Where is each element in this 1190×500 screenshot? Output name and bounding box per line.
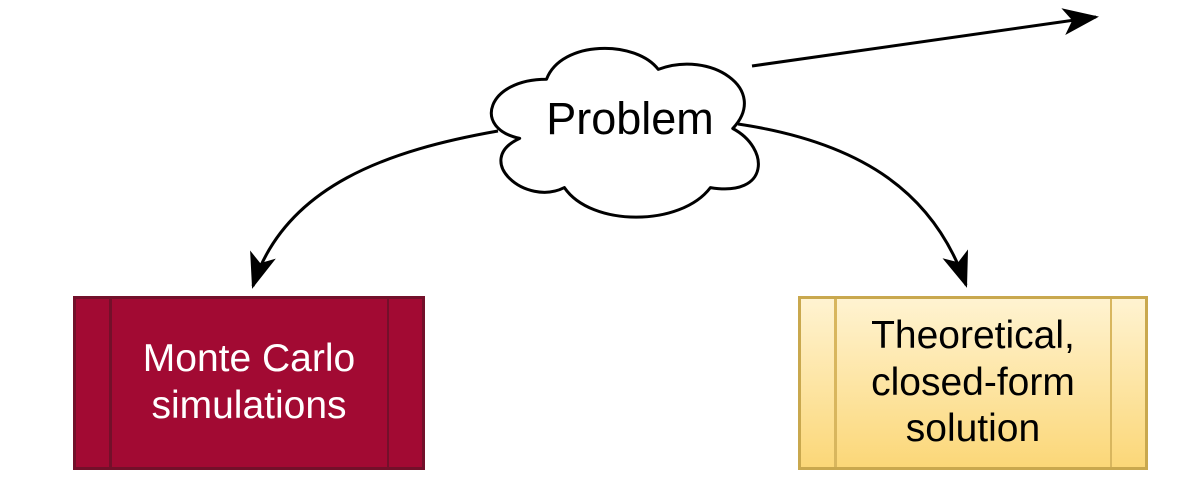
process-divider-left <box>109 299 112 467</box>
problem-cloud-shape <box>489 46 760 219</box>
process-divider-right <box>1109 299 1112 467</box>
monte-carlo-label-line2: simulations <box>151 384 347 427</box>
arrow-to-monte-carlo <box>250 129 499 289</box>
theoretical-label: Theoretical, closed-form solution <box>871 313 1075 453</box>
theoretical-label-line3: solution <box>905 407 1041 451</box>
process-divider-right <box>386 299 389 467</box>
monte-carlo-box: Monte Carlo simulations <box>73 296 425 470</box>
theoretical-label-line1: Theoretical, <box>871 313 1075 357</box>
monte-carlo-label-line1: Monte Carlo <box>142 337 356 381</box>
monte-carlo-label: Monte Carlo simulations <box>143 336 355 430</box>
arrow-to-theoretical <box>737 122 968 288</box>
theoretical-label-line2: closed-form <box>871 360 1075 404</box>
theoretical-box: Theoretical, closed-form solution <box>798 296 1148 470</box>
process-divider-left <box>834 299 837 467</box>
arrow-out-top-right <box>751 8 1099 68</box>
